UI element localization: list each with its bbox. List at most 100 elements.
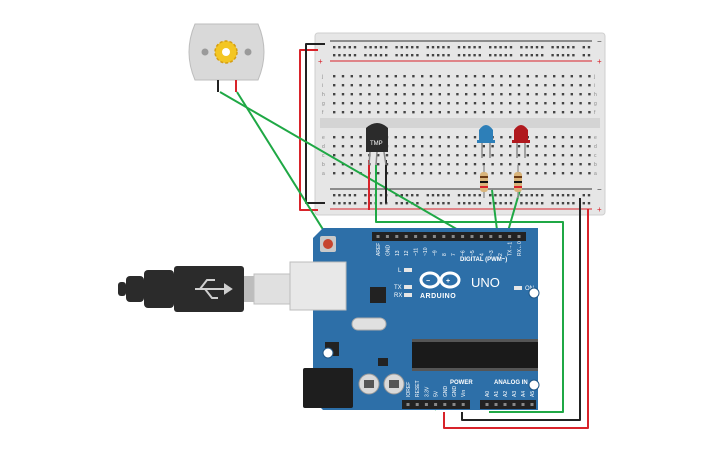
header-pin[interactable] (376, 235, 380, 238)
terminal-hole[interactable] (491, 102, 494, 105)
rail-hole[interactable] (530, 54, 533, 57)
rail-hole[interactable] (520, 194, 523, 197)
terminal-hole[interactable] (377, 163, 380, 166)
rail-hole[interactable] (447, 46, 450, 49)
terminal-hole[interactable] (456, 154, 459, 157)
rail-hole[interactable] (457, 54, 461, 57)
rail-hole[interactable] (572, 202, 575, 205)
terminal-hole[interactable] (579, 75, 582, 78)
rail-hole[interactable] (333, 202, 336, 205)
header-pin[interactable] (452, 403, 456, 406)
terminal-hole[interactable] (500, 84, 503, 87)
terminal-hole[interactable] (509, 84, 512, 87)
terminal-hole[interactable] (473, 145, 477, 148)
rail-hole[interactable] (442, 194, 445, 197)
rail-hole[interactable] (426, 46, 429, 49)
rail-hole[interactable] (520, 202, 523, 205)
terminal-hole[interactable] (421, 75, 424, 78)
rail-hole[interactable] (447, 54, 450, 57)
terminal-hole[interactable] (333, 75, 336, 78)
terminal-hole[interactable] (561, 84, 565, 87)
terminal-hole[interactable] (491, 154, 494, 157)
rail-hole[interactable] (463, 202, 466, 205)
terminal-hole[interactable] (359, 75, 362, 78)
rail-hole[interactable] (499, 194, 502, 197)
rail-hole[interactable] (499, 46, 502, 49)
terminal-hole[interactable] (579, 154, 582, 157)
rail-hole[interactable] (405, 46, 409, 49)
terminal-hole[interactable] (368, 111, 371, 114)
rail-hole[interactable] (447, 202, 450, 205)
rail-hole[interactable] (343, 46, 346, 49)
rail-hole[interactable] (572, 54, 575, 57)
rail-hole[interactable] (551, 194, 554, 197)
terminal-hole[interactable] (368, 93, 371, 96)
rail-hole[interactable] (530, 46, 533, 49)
terminal-hole[interactable] (359, 93, 362, 96)
rail-hole[interactable] (447, 194, 450, 197)
terminal-hole[interactable] (491, 93, 494, 96)
terminal-hole[interactable] (403, 93, 406, 96)
rail-hole[interactable] (400, 54, 403, 57)
terminal-hole[interactable] (403, 145, 406, 148)
terminal-hole[interactable] (544, 93, 547, 96)
terminal-hole[interactable] (421, 172, 424, 175)
terminal-hole[interactable] (385, 75, 389, 78)
terminal-hole[interactable] (377, 172, 380, 175)
terminal-hole[interactable] (482, 163, 485, 166)
terminal-hole[interactable] (377, 102, 380, 105)
terminal-hole[interactable] (588, 163, 591, 166)
rail-hole[interactable] (348, 46, 351, 49)
rail-hole[interactable] (405, 202, 409, 205)
rail-hole[interactable] (431, 202, 435, 205)
terminal-hole[interactable] (509, 163, 512, 166)
terminal-hole[interactable] (473, 154, 477, 157)
rail-hole[interactable] (541, 54, 544, 57)
header-pin[interactable] (498, 235, 502, 238)
terminal-hole[interactable] (394, 102, 397, 105)
usb-cable-icon[interactable] (118, 266, 295, 312)
rail-hole[interactable] (587, 194, 591, 197)
terminal-hole[interactable] (447, 75, 450, 78)
terminal-hole[interactable] (579, 172, 582, 175)
terminal-hole[interactable] (394, 93, 397, 96)
wire-red-left-rail[interactable] (299, 49, 318, 211)
rail-hole[interactable] (364, 194, 367, 197)
rail-hole[interactable] (582, 46, 585, 49)
rail-hole[interactable] (535, 54, 539, 57)
terminal-hole[interactable] (447, 93, 450, 96)
rail-hole[interactable] (489, 202, 492, 205)
rail-hole[interactable] (525, 202, 528, 205)
terminal-hole[interactable] (465, 93, 468, 96)
terminal-hole[interactable] (447, 102, 450, 105)
rail-hole[interactable] (400, 46, 403, 49)
terminal-hole[interactable] (341, 111, 345, 114)
terminal-hole[interactable] (588, 102, 591, 105)
rail-hole[interactable] (541, 202, 544, 205)
terminal-hole[interactable] (341, 102, 345, 105)
rail-hole[interactable] (348, 194, 351, 197)
terminal-hole[interactable] (535, 154, 538, 157)
rail-hole[interactable] (463, 194, 466, 197)
terminal-hole[interactable] (553, 154, 556, 157)
terminal-hole[interactable] (403, 136, 406, 139)
terminal-hole[interactable] (473, 84, 477, 87)
terminal-hole[interactable] (465, 111, 468, 114)
terminal-hole[interactable] (517, 111, 521, 114)
terminal-hole[interactable] (429, 84, 433, 87)
resistor-red-led[interactable] (514, 165, 522, 198)
terminal-hole[interactable] (544, 75, 547, 78)
terminal-hole[interactable] (500, 154, 503, 157)
terminal-hole[interactable] (359, 136, 362, 139)
terminal-hole[interactable] (517, 102, 521, 105)
wire-green-a0[interactable] (375, 165, 564, 413)
terminal-hole[interactable] (482, 154, 485, 157)
rail-hole[interactable] (333, 46, 336, 49)
rail-hole[interactable] (395, 54, 398, 57)
terminal-hole[interactable] (368, 75, 371, 78)
terminal-hole[interactable] (438, 84, 441, 87)
terminal-hole[interactable] (570, 75, 573, 78)
terminal-hole[interactable] (447, 84, 450, 87)
rail-hole[interactable] (582, 202, 585, 205)
